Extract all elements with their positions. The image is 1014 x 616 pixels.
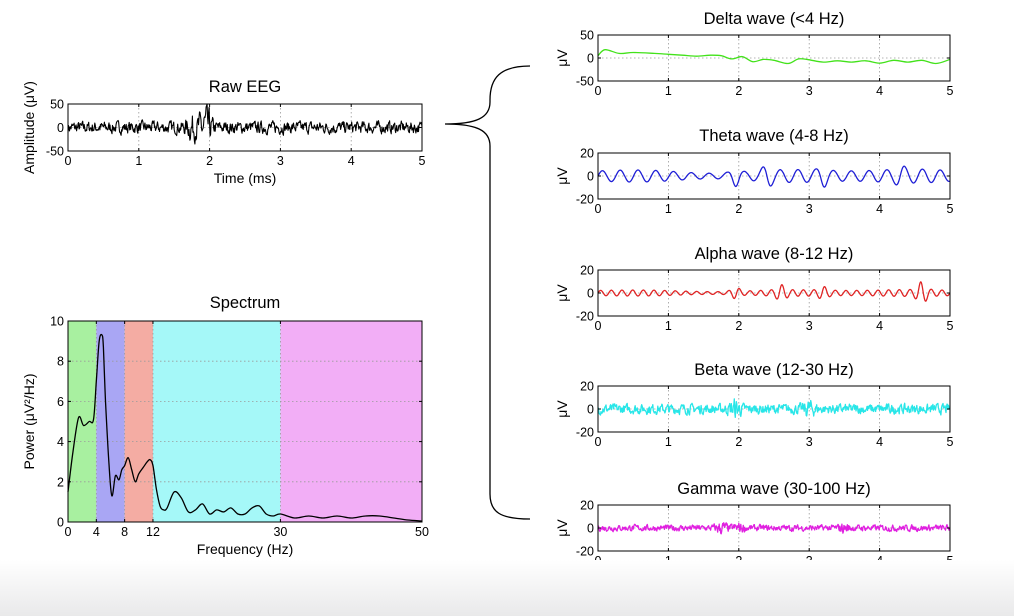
x-tick-label: 1 xyxy=(665,202,672,216)
x-axis-label-spectrum: Frequency (Hz) xyxy=(197,541,293,557)
x-tick-label: 3 xyxy=(806,202,813,216)
band-12-30 xyxy=(152,321,281,522)
y-tick-label: 2 xyxy=(57,475,64,489)
chart-title-gamma: Gamma wave (30-100 Hz) xyxy=(677,480,870,498)
y-tick-label: -20 xyxy=(576,545,594,559)
y-tick-label: 0 xyxy=(57,121,64,135)
y-tick-label: -20 xyxy=(576,310,594,324)
x-tick-label: 50 xyxy=(415,525,429,539)
y-tick-label: -50 xyxy=(46,145,64,159)
y-axis-label-beta: μV xyxy=(554,400,570,418)
x-tick-label: 12 xyxy=(146,525,160,539)
y-tick-label: 50 xyxy=(50,98,64,112)
x-tick-label: 3 xyxy=(806,435,813,449)
band-8-12 xyxy=(124,321,153,522)
x-tick-label: 1 xyxy=(665,435,672,449)
x-axis-label-raw: Time (ms) xyxy=(214,170,276,186)
x-tick-label: 4 xyxy=(348,154,355,168)
y-axis-label-gamma: μV xyxy=(554,519,570,537)
x-tick-label: 1 xyxy=(665,84,672,98)
brace-path xyxy=(444,65,531,520)
y-tick-label: -50 xyxy=(576,75,594,89)
series-line-theta xyxy=(597,165,951,188)
x-tick-label: 1 xyxy=(665,319,672,333)
series-line-spectrum xyxy=(67,333,423,522)
y-axis-label-theta: μV xyxy=(554,167,570,185)
decomposition-brace xyxy=(444,65,531,520)
y-tick-label: -20 xyxy=(576,426,594,440)
x-tick-label: 5 xyxy=(947,84,954,98)
x-tick-label: 0 xyxy=(65,525,72,539)
x-tick-label: 3 xyxy=(806,319,813,333)
x-tick-label: 2 xyxy=(735,202,742,216)
y-tick-label: 20 xyxy=(580,499,594,513)
series-line-raw xyxy=(67,103,423,145)
bottom-fade xyxy=(0,560,1014,616)
y-axis-label-raw: Amplitude (μV) xyxy=(21,81,37,174)
y-axis-label-spectrum: Power (μV²/Hz) xyxy=(21,374,37,470)
x-tick-label: 5 xyxy=(947,435,954,449)
y-tick-label: 20 xyxy=(580,380,594,394)
series-line-beta xyxy=(597,398,951,419)
x-tick-label: 0 xyxy=(595,202,602,216)
x-tick-label: 1 xyxy=(135,154,142,168)
y-tick-label: 10 xyxy=(50,315,64,329)
x-tick-label: 2 xyxy=(206,154,213,168)
x-tick-label: 2 xyxy=(735,84,742,98)
x-tick-label: 4 xyxy=(876,319,883,333)
x-tick-label: 3 xyxy=(806,84,813,98)
y-tick-label: -20 xyxy=(576,193,594,207)
x-tick-label: 0 xyxy=(595,84,602,98)
chart-title-raw: Raw EEG xyxy=(209,78,281,96)
x-tick-label: 4 xyxy=(876,202,883,216)
x-tick-label: 2 xyxy=(735,319,742,333)
band-4-8 xyxy=(96,321,125,522)
x-tick-label: 30 xyxy=(273,525,287,539)
series-line-alpha xyxy=(597,281,951,302)
x-tick-label: 5 xyxy=(419,154,426,168)
y-tick-label: 0 xyxy=(587,287,594,301)
series-line-delta xyxy=(597,49,951,65)
chart-title-alpha: Alpha wave (8-12 Hz) xyxy=(695,245,854,263)
x-tick-label: 5 xyxy=(947,319,954,333)
y-tick-label: 50 xyxy=(580,29,594,43)
chart-title-delta: Delta wave (<4 Hz) xyxy=(704,10,845,28)
y-axis-label-alpha: μV xyxy=(554,284,570,302)
y-tick-label: 8 xyxy=(57,355,64,369)
y-tick-label: 20 xyxy=(580,147,594,161)
y-tick-label: 0 xyxy=(587,52,594,66)
plot-frame xyxy=(67,320,423,523)
x-tick-label: 0 xyxy=(595,435,602,449)
x-tick-label: 4 xyxy=(93,525,100,539)
y-tick-label: 6 xyxy=(57,395,64,409)
y-tick-label: 0 xyxy=(587,170,594,184)
chart-title-spectrum: Spectrum xyxy=(210,294,281,312)
x-tick-label: 4 xyxy=(876,435,883,449)
y-tick-label: 0 xyxy=(587,522,594,536)
x-tick-label: 5 xyxy=(947,202,954,216)
x-tick-label: 0 xyxy=(65,154,72,168)
x-tick-label: 2 xyxy=(735,435,742,449)
x-tick-label: 4 xyxy=(876,84,883,98)
x-tick-label: 3 xyxy=(277,154,284,168)
y-axis-label-delta: μV xyxy=(554,49,570,67)
y-tick-label: 0 xyxy=(587,403,594,417)
y-tick-label: 0 xyxy=(57,516,64,530)
chart-title-beta: Beta wave (12-30 Hz) xyxy=(694,361,854,379)
y-tick-label: 4 xyxy=(57,435,64,449)
y-tick-label: 20 xyxy=(580,264,594,278)
series-line-gamma xyxy=(597,522,951,535)
x-tick-label: 8 xyxy=(121,525,128,539)
x-tick-label: 0 xyxy=(595,319,602,333)
band-30-50 xyxy=(280,321,422,522)
chart-title-theta: Theta wave (4-8 Hz) xyxy=(699,127,848,145)
